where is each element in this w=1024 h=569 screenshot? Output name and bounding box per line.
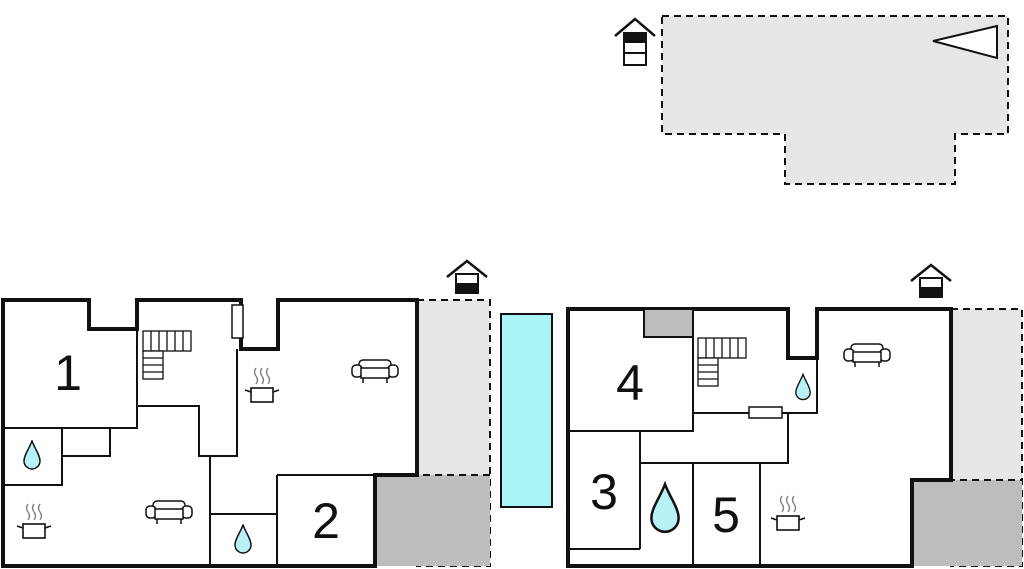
room-number-2: 2 bbox=[312, 493, 340, 549]
left-building-walls bbox=[1, 298, 419, 568]
room-number-1: 1 bbox=[54, 345, 82, 401]
right-terrace bbox=[912, 308, 1023, 567]
room-number-3: 3 bbox=[590, 464, 618, 520]
staircase-icon bbox=[142, 330, 192, 380]
house-entrance-icon bbox=[445, 259, 489, 295]
top-terrace bbox=[661, 15, 1009, 185]
room-number-5: 5 bbox=[712, 487, 740, 543]
left-terrace bbox=[375, 299, 491, 567]
house-entrance-icon bbox=[909, 263, 953, 299]
right-building-walls bbox=[566, 307, 953, 568]
house-entrance-icon bbox=[613, 17, 657, 67]
north-arrow-icon bbox=[932, 24, 998, 60]
room-number-4: 4 bbox=[616, 355, 644, 411]
swimming-pool bbox=[500, 313, 553, 508]
staircase-icon bbox=[697, 337, 747, 387]
